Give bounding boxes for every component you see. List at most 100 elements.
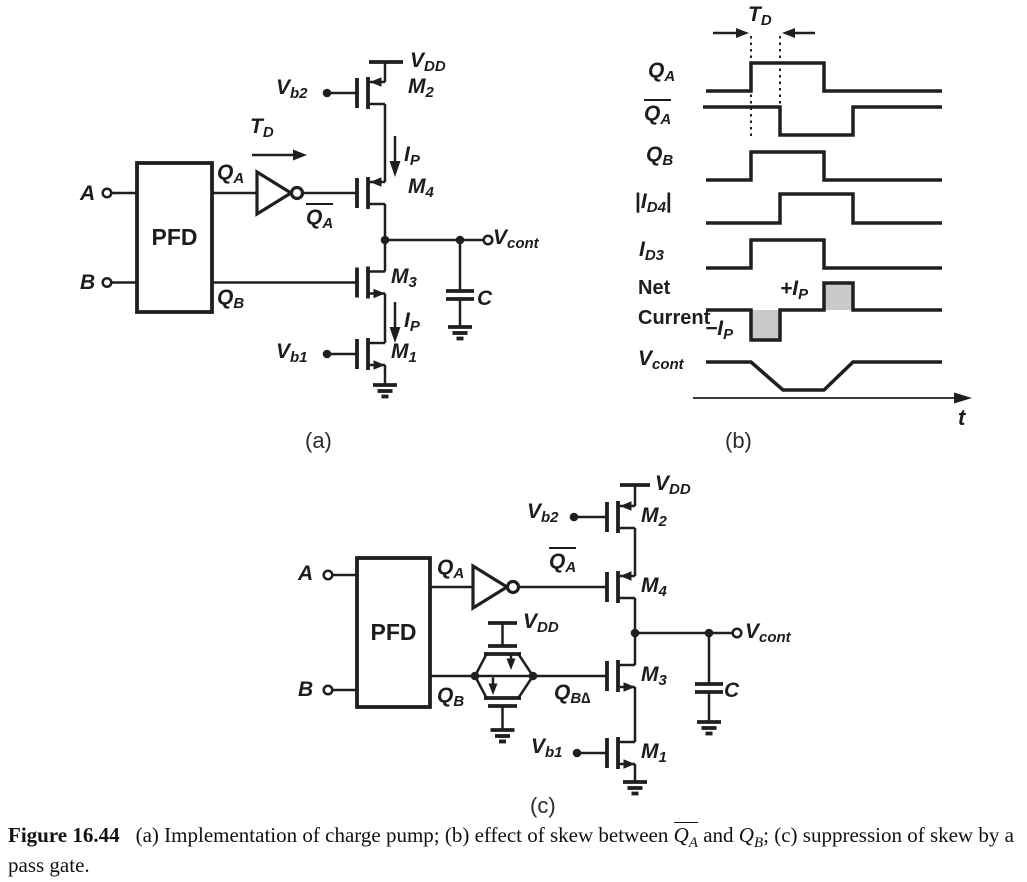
transistor-m3-a: [355, 264, 387, 301]
m4-label-c: M4: [641, 574, 667, 600]
vdd-pass-gate-label-c: VDD: [523, 610, 559, 636]
m3-label-a: M3: [391, 265, 417, 291]
capacitor-a: [444, 289, 476, 301]
waveform-id4: [706, 192, 942, 225]
vb2-label-a: Vb2: [276, 76, 308, 102]
transistor-m2-a: [355, 75, 387, 111]
m1-label-a: M1: [391, 340, 417, 366]
transistor-m4-a: [355, 175, 387, 211]
waveform-net-current: [706, 281, 942, 342]
ip-label-bottom-a: IP: [404, 309, 420, 335]
m4-label-a: M4: [408, 175, 434, 201]
waveform-qb: [706, 150, 942, 182]
transistor-m4-c: [605, 569, 637, 605]
td-label-a: TD: [250, 115, 274, 141]
figure-caption: Figure 16.44(a) Implementation of charge…: [8, 822, 1014, 878]
vb2-label-c: Vb2: [527, 500, 559, 526]
qa-bar-label-b: QA: [644, 99, 672, 127]
qb-label-c: QB: [437, 684, 465, 710]
qb-label-b: QB: [646, 143, 674, 169]
ground-cap-c: [695, 720, 723, 736]
terminal-vcont-c: [731, 627, 743, 639]
panel-a-circuit: [101, 60, 494, 399]
panel-tag-a: (a): [305, 428, 332, 453]
cap-junction-a: [455, 235, 465, 245]
m2-label-a: M2: [408, 75, 434, 101]
caption-qb: QB: [738, 823, 764, 852]
m2-label-c: M2: [641, 504, 667, 530]
ip-arrow-bottom-a: [389, 302, 401, 343]
vb1-label-c: Vb1: [531, 735, 563, 761]
vdd-label-c: VDD: [655, 472, 691, 498]
input-a-label-c: A: [298, 562, 314, 585]
ground-m1-c: [621, 780, 649, 796]
ground-pass-gate: [488, 728, 517, 744]
qa-bar-label-a: QA: [306, 203, 334, 231]
m3-label-c: M3: [641, 663, 667, 689]
vcont-label-b: Vcont: [638, 347, 684, 373]
vb1-node-c: [572, 748, 582, 758]
input-b-label-c: B: [298, 678, 314, 701]
vcont-label-a: Vcont: [493, 226, 539, 252]
minus-ip-shade: [751, 310, 780, 340]
net-current-label-line2: Current: [638, 307, 711, 329]
panel-tag-c: (c): [530, 793, 556, 818]
pfd-label-c: PFD: [370, 619, 417, 645]
waveform-qa-bar: [703, 105, 942, 137]
panel-c-circuit: [322, 483, 743, 796]
transistor-m1-a: [355, 336, 387, 372]
waveform-vcont: [706, 360, 942, 392]
waveform-id3: [706, 238, 942, 270]
cap-label-a: C: [477, 287, 493, 310]
qb-label-a: QB: [217, 286, 245, 312]
id4-label-b: |ID4|: [635, 190, 672, 216]
inverter-a: [255, 169, 305, 217]
pfd-label-a: PFD: [151, 224, 198, 250]
qa-label-a: QA: [217, 161, 245, 187]
vcont-junction-c: [630, 628, 640, 638]
minus-ip-label: −IP: [705, 317, 734, 343]
panel-tag-b: (b): [725, 428, 752, 453]
pfd-box-a: [135, 161, 214, 314]
net-current-label-line1: Net: [638, 277, 671, 299]
terminal-a-input-c: [322, 569, 334, 581]
inverter-c: [471, 563, 521, 611]
time-axis: [693, 392, 972, 404]
vb2-node-c: [569, 512, 579, 522]
terminal-b-input-a: [101, 276, 113, 289]
ground-cap-a: [446, 325, 474, 341]
ip-arrow-top-a: [389, 136, 401, 177]
transistor-m1-c: [605, 735, 637, 771]
cap-label-c: C: [724, 679, 740, 702]
vb1-label-a: Vb1: [276, 340, 308, 366]
transistor-m3-c: [605, 658, 637, 694]
td-measure-arrows: [713, 28, 815, 38]
qa-bar-label-c: QA: [549, 547, 577, 575]
input-b-label-a: B: [80, 271, 96, 294]
td-arrow-a: [252, 149, 307, 161]
qa-label-c: QA: [437, 556, 465, 582]
vcont-junction-a: [380, 235, 390, 245]
cap-junction-c: [704, 628, 714, 638]
capacitor-c: [693, 682, 725, 694]
transistor-m2-c: [605, 499, 637, 535]
vb2-node-a: [322, 88, 332, 98]
plus-ip-label: +IP: [780, 277, 809, 303]
qb-delta-label-c: QB∆: [554, 681, 591, 707]
waveform-qa: [706, 61, 942, 93]
vb1-node-a: [322, 349, 332, 359]
ip-label-top-a: IP: [404, 143, 420, 169]
pass-gate: [470, 621, 538, 744]
terminal-b-input-c: [322, 684, 334, 696]
figure-number: Figure 16.44: [8, 823, 120, 847]
vdd-label-a: VDD: [410, 49, 446, 75]
terminal-vcont-a: [482, 234, 494, 246]
caption-qa-bar: QA: [673, 822, 698, 852]
id3-label-b: ID3: [639, 238, 665, 264]
panel-b-waveforms: [693, 28, 972, 404]
qa-label-b: QA: [648, 59, 676, 85]
ground-m1-a: [371, 383, 399, 399]
plus-ip-shade: [824, 283, 853, 310]
